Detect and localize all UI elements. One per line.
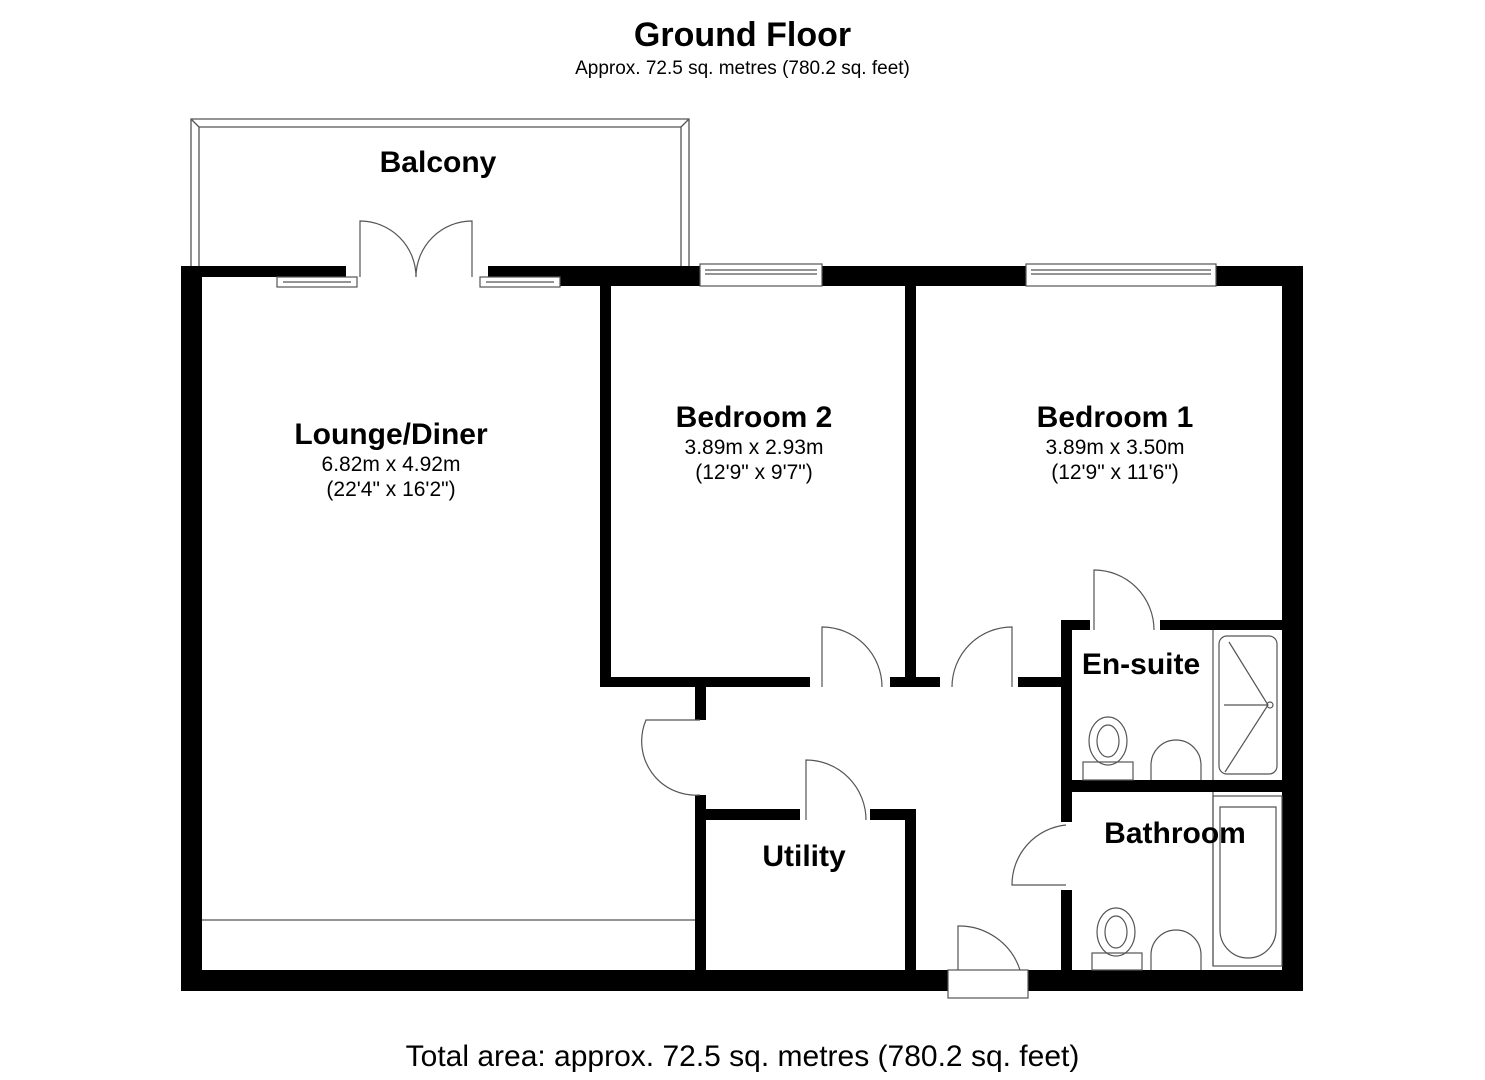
room-name: Bathroom xyxy=(1104,817,1246,850)
room-imperial: (12'9" x 9'7") xyxy=(695,461,813,484)
room-metric: 3.89m x 3.50m xyxy=(1045,436,1185,459)
room-name: Utility xyxy=(762,840,846,873)
total-area: Total area: approx. 72.5 sq. metres (780… xyxy=(405,1040,1080,1073)
room-en-suite: En-suite xyxy=(1082,648,1200,682)
fixtures xyxy=(1082,630,1283,971)
room-name: En-suite xyxy=(1081,648,1201,681)
walls xyxy=(181,266,1303,991)
door-swings xyxy=(202,220,1155,971)
floor-title: Ground Floor xyxy=(633,16,852,54)
room-imperial: (12'9" x 11'6") xyxy=(1051,461,1179,484)
room-name: Bedroom 1 xyxy=(1036,401,1194,434)
room-name: Balcony xyxy=(379,146,497,179)
room-metric: 3.89m x 2.93m xyxy=(684,436,824,459)
room-bathroom: Bathroom xyxy=(1104,817,1246,851)
room-name: Lounge/Diner xyxy=(294,418,488,451)
room-metric: 6.82m x 4.92m xyxy=(321,453,461,476)
balcony-outline xyxy=(190,118,690,266)
room-utility: Utility xyxy=(762,840,845,874)
room-imperial: (22'4" x 16'2") xyxy=(326,478,456,501)
room-balcony: Balcony xyxy=(380,146,497,180)
windows xyxy=(276,263,1217,999)
floor-area-subtitle: Approx. 72.5 sq. metres (780.2 sq. feet) xyxy=(575,58,910,79)
room-name: Bedroom 2 xyxy=(675,401,833,434)
